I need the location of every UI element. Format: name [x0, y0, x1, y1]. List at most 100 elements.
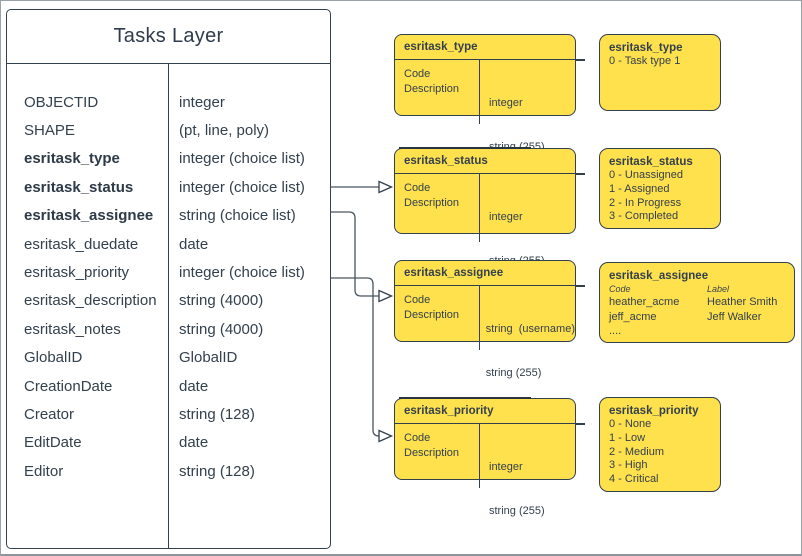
schema-box-title: esritask_assignee	[395, 261, 575, 286]
schema-field: Code	[404, 294, 431, 306]
field-name: Creator	[24, 405, 75, 423]
schema-type: string (255)	[485, 366, 542, 379]
field-row: esritask_description string (4000)	[7, 287, 330, 315]
schema-box-esritask-priority: esritask_priority Code Description integ…	[394, 397, 585, 517]
domain-value: 0 - Unassigned	[609, 169, 683, 181]
field-row: GlobalID GlobalID	[7, 344, 330, 372]
schema-type: string (255)	[489, 504, 545, 517]
tasks-layer-title: Tasks Layer	[7, 10, 330, 64]
field-row: esritask_type integer (choice list)	[7, 145, 330, 173]
field-name: esritask_duedate	[24, 235, 139, 253]
field-type: date	[179, 434, 209, 452]
field-name: esritask_type	[24, 150, 120, 168]
schema-field: Description	[404, 308, 460, 321]
column-divider	[168, 64, 170, 548]
field-row: OBJECTID integer	[7, 88, 330, 116]
schema-column-divider	[479, 285, 481, 350]
field-type: string (128)	[179, 405, 255, 423]
field-row: esritask_notes string (4000)	[7, 315, 330, 343]
domain-value: 3 - High	[609, 459, 648, 472]
schema-box-esritask-assignee: esritask_assignee Code Description strin…	[394, 260, 585, 379]
separator-extension	[575, 173, 585, 175]
field-type: date	[179, 235, 209, 253]
field-row: esritask_assignee string (choice list)	[7, 202, 330, 230]
more-values-ellipsis: ....	[609, 325, 622, 337]
domain-value: 2 - Medium	[609, 445, 665, 458]
schema-field: Code	[404, 68, 431, 80]
separator-extension	[575, 423, 585, 425]
field-name: esritask_description	[24, 292, 157, 310]
schema-type: string (username)	[485, 323, 575, 335]
field-type: string (4000)	[179, 320, 264, 338]
assignee-entry: heather_acme Heather Smith	[609, 295, 785, 310]
assignee-label: Heather Smith	[707, 296, 778, 308]
assignee-code: jeff_acme	[609, 310, 657, 323]
open-arrowhead-icon	[378, 180, 394, 194]
field-row: Creator string (128)	[7, 400, 330, 428]
domain-value: 3 - Completed	[609, 210, 679, 223]
field-name: esritask_notes	[24, 320, 121, 338]
domain-values-esritask-assignee: esritask_assignee Code Label heather_acm…	[599, 262, 795, 343]
assignee-code: heather_acme	[609, 296, 680, 308]
domain-values-title: esritask_type	[609, 42, 683, 54]
assignee-label: Jeff Walker	[707, 310, 762, 323]
field-row: esritask_status integer (choice list)	[7, 173, 330, 201]
field-row: EditDate date	[7, 429, 330, 457]
separator-extension	[575, 59, 585, 61]
schema-type: integer	[489, 211, 523, 223]
field-type: (pt, line, poly)	[179, 122, 270, 140]
field-type: GlobalID	[179, 349, 238, 367]
domain-value: 1 - Assigned	[609, 182, 670, 195]
connector-assignee	[331, 211, 379, 297]
label-column-header: Label	[707, 284, 730, 294]
field-type: string (128)	[179, 462, 255, 480]
schema-field: Code	[404, 182, 431, 194]
domain-values-title: esritask_priority	[609, 405, 699, 417]
field-type: integer (choice list)	[179, 178, 305, 196]
field-row: SHAPE (pt, line, poly)	[7, 116, 330, 144]
field-name: GlobalID	[24, 349, 83, 367]
field-name: esritask_status	[24, 178, 134, 196]
schema-field: Description	[404, 82, 460, 95]
tasks-layer-table: Tasks Layer OBJECTID integer SHAPE (pt, …	[6, 9, 331, 549]
domain-value: 1 - Low	[609, 431, 646, 444]
field-name: CreationDate	[24, 377, 113, 395]
schema-column-divider	[479, 423, 481, 488]
domain-value: 4 - Critical	[609, 473, 659, 486]
schema-box-title: esritask_status	[395, 149, 575, 174]
schema-field: Description	[404, 196, 460, 209]
field-type: integer	[179, 93, 225, 111]
edge-artifact-line	[399, 147, 531, 149]
field-row: esritask_duedate date	[7, 230, 330, 258]
schema-column-divider	[479, 173, 481, 242]
schema-type: integer	[489, 97, 523, 109]
open-arrowhead-icon	[378, 289, 394, 303]
domain-values-esritask-type: esritask_type 0 - Task type 1	[599, 34, 721, 111]
field-name: esritask_assignee	[24, 207, 154, 225]
field-row: esritask_priority integer (choice list)	[7, 258, 330, 286]
schema-type: integer	[489, 461, 523, 473]
domain-values-column-headers: Code Label	[609, 283, 785, 295]
open-arrowhead-icon	[378, 429, 394, 443]
separator-extension	[575, 285, 585, 287]
schema-box-title: esritask_type	[395, 35, 575, 60]
field-name: esritask_priority	[24, 264, 130, 282]
field-type: date	[179, 377, 209, 395]
field-type: string (choice list)	[179, 207, 296, 225]
schema-box-esritask-type: esritask_type Code Description integer s…	[394, 34, 585, 153]
schema-field: Code	[404, 432, 431, 444]
schema-field: Description	[404, 446, 460, 459]
field-type: integer (choice list)	[179, 150, 305, 168]
field-type: integer (choice list)	[179, 264, 305, 282]
field-row: CreationDate date	[7, 372, 330, 400]
domain-values-title: esritask_assignee	[609, 270, 709, 282]
field-name: OBJECTID	[24, 93, 99, 111]
connector-priority	[331, 277, 380, 437]
field-name: Editor	[24, 462, 64, 480]
tasks-layer-fields: OBJECTID integer SHAPE (pt, line, poly) …	[7, 64, 330, 485]
schema-box-esritask-status: esritask_status Code Description integer…	[394, 147, 585, 267]
domain-value: 0 - None	[609, 418, 652, 430]
